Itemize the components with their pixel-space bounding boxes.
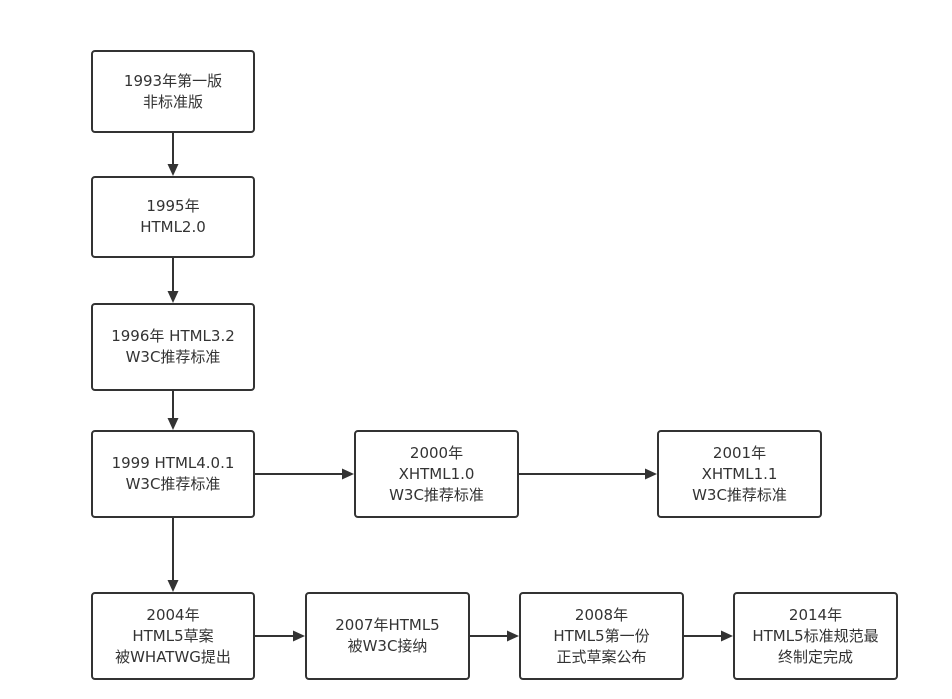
arrow-1999-to-2000: [255, 468, 354, 480]
node-2008: 2008年 HTML5第一份 正式草案公布: [519, 592, 684, 680]
node-text-line: 1993年第一版: [123, 71, 223, 90]
node-text-line: HTML5第一份: [553, 626, 650, 645]
node-text-line: 正式草案公布: [556, 647, 647, 666]
arrow-1996-to-1999: [167, 391, 179, 430]
node-text-line: 被W3C接纳: [347, 637, 428, 655]
node-text-line: 1999 HTML4.0.1: [111, 454, 235, 472]
node-text-line: HTML5标准规范最: [752, 626, 879, 645]
node-2004: 2004年 HTML5草案 被WHATWG提出: [91, 592, 255, 680]
node-2001: 2001年 XHTML1.1 W3C推荐标准: [657, 430, 822, 518]
arrow-2007-to-2008: [470, 630, 519, 642]
arrow-2000-to-2001: [519, 468, 657, 480]
node-2000: 2000年 XHTML1.0 W3C推荐标准: [354, 430, 519, 518]
node-text-line: HTML5草案: [132, 626, 214, 645]
node-text-line: 终制定完成: [777, 647, 853, 666]
node-text-line: 被WHATWG提出: [115, 647, 231, 666]
node-text-line: W3C推荐标准: [125, 348, 221, 366]
node-2007: 2007年HTML5 被W3C接纳: [305, 592, 470, 680]
node-2014: 2014年 HTML5标准规范最 终制定完成: [733, 592, 898, 680]
node-text-line: 2000年: [409, 443, 464, 462]
node-text-line: XHTML1.0: [398, 464, 475, 483]
arrow-2004-to-2007: [255, 630, 305, 642]
node-1993: 1993年第一版 非标准版: [91, 50, 255, 133]
arrow-1999-to-2004: [167, 518, 179, 592]
node-1999: 1999 HTML4.0.1 W3C推荐标准: [91, 430, 255, 518]
node-1995: 1995年 HTML2.0: [91, 176, 255, 258]
node-text-line: 1995年: [146, 197, 200, 215]
node-text-line: 2007年HTML5: [335, 616, 440, 634]
node-text-line: 2001年: [712, 443, 767, 462]
arrow-1995-to-1996: [167, 258, 179, 303]
node-text-line: XHTML1.1: [701, 464, 778, 483]
node-text-line: 2004年: [146, 605, 200, 624]
node-text-line: 2008年: [574, 605, 629, 624]
node-text-line: 2014年: [788, 605, 843, 624]
node-1996: 1996年 HTML3.2 W3C推荐标准: [91, 303, 255, 391]
arrow-1993-to-1995: [167, 133, 179, 176]
node-text-line: W3C推荐标准: [125, 475, 221, 493]
node-text-line: HTML2.0: [140, 218, 206, 236]
node-text-line: W3C推荐标准: [692, 485, 787, 504]
node-text-line: W3C推荐标准: [389, 485, 484, 504]
arrow-2008-to-2014: [684, 630, 733, 642]
node-text-line: 非标准版: [142, 92, 203, 111]
node-text-line: 1996年 HTML3.2: [111, 327, 235, 345]
